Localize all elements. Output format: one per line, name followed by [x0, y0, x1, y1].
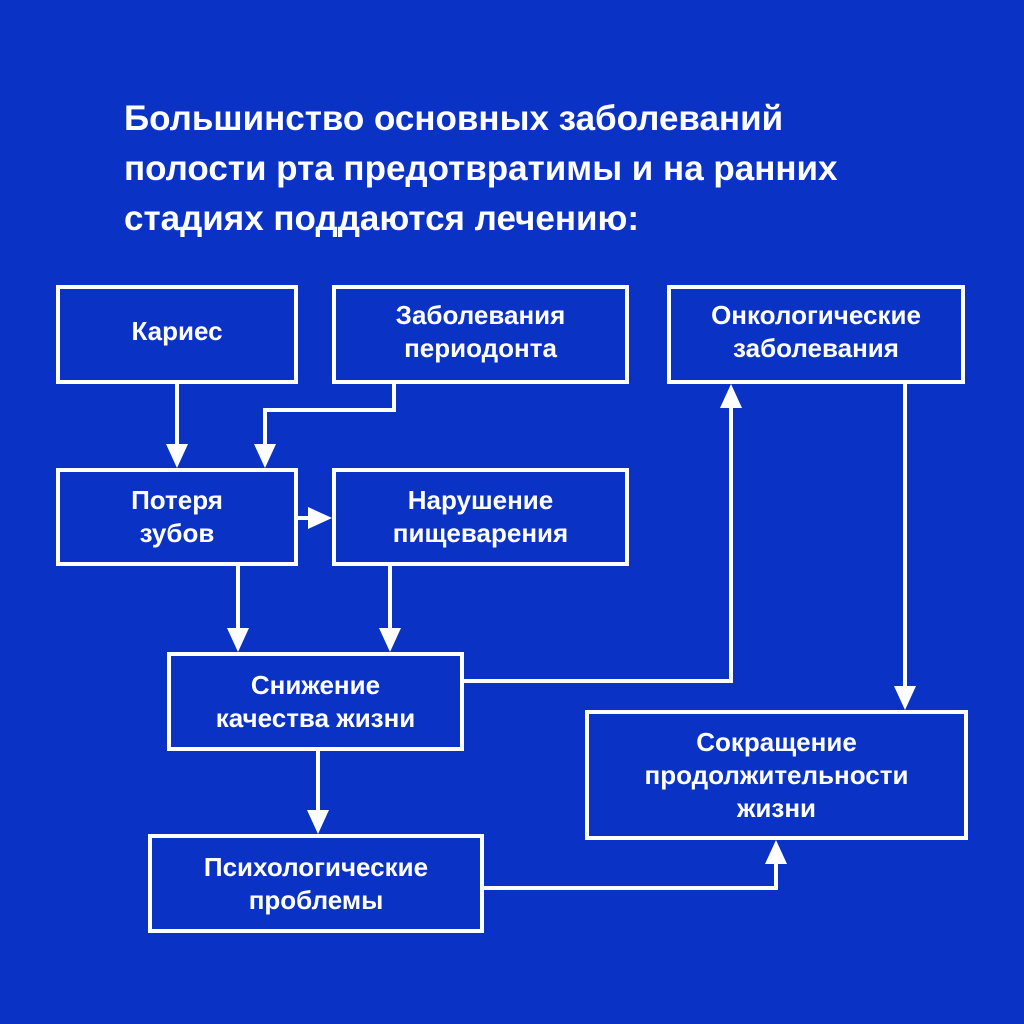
- arrowhead-tooth-loss-to-digestion: [308, 507, 332, 529]
- node-quality-of-life-label-2: качества жизни: [215, 702, 416, 733]
- node-oncology: Онкологические заболевания: [667, 285, 965, 384]
- node-psychological: Психологические проблемы: [148, 834, 484, 933]
- node-tooth-loss-label-2: зубов: [139, 518, 215, 548]
- node-lifespan: Сокращение продолжительности жизни: [585, 710, 968, 840]
- arrowhead-periodontal-to-tooth-loss: [254, 444, 276, 468]
- node-periodontal: Заболевания периодонта: [332, 285, 629, 384]
- node-caries-label-1: Кариес: [131, 316, 223, 346]
- node-periodontal-label-1: Заболевания: [395, 299, 566, 330]
- heading-line-2: полости рта предотвратимы и на ранних: [124, 149, 838, 188]
- node-tooth-loss: Потеря зубов: [56, 468, 298, 566]
- diagram-heading: Большинство основных заболеваний полости…: [124, 94, 944, 244]
- arrowhead-oncology-to-lifespan: [894, 686, 916, 710]
- arrowhead-quality-to-psychological: [307, 810, 329, 834]
- node-digestion: Нарушение пищеварения: [332, 468, 629, 566]
- heading-line-1: Большинство основных заболеваний: [124, 99, 784, 138]
- arrowhead-quality-to-oncology: [720, 384, 742, 408]
- node-quality-of-life-label-1: Снижение: [250, 669, 381, 700]
- node-psychological-label-2: проблемы: [248, 884, 384, 915]
- arrowhead-tooth-loss-to-quality: [227, 628, 249, 652]
- arrowhead-psychological-to-lifespan: [765, 840, 787, 864]
- node-periodontal-label-2: периодонта: [404, 332, 557, 363]
- node-psychological-label-1: Психологические: [203, 851, 429, 882]
- node-lifespan-label-3: жизни: [736, 792, 817, 823]
- arrowhead-digestion-to-quality: [379, 628, 401, 652]
- edge-psychological-to-lifespan: [483, 864, 778, 890]
- node-oncology-label-1: Онкологические: [711, 299, 921, 330]
- node-quality-of-life: Снижение качества жизни: [167, 652, 464, 751]
- heading-line-3: стадиях поддаются лечению:: [124, 199, 640, 238]
- node-tooth-loss-label-1: Потеря: [131, 485, 223, 515]
- node-lifespan-label-2: продолжительности: [644, 759, 909, 790]
- node-oncology-label-2: заболевания: [733, 332, 899, 363]
- arrowhead-caries-to-tooth-loss: [166, 444, 188, 468]
- node-digestion-label-1: Нарушение: [407, 485, 554, 515]
- node-lifespan-label-1: Сокращение: [696, 726, 857, 757]
- node-digestion-label-2: пищеварения: [392, 518, 569, 548]
- node-caries: Кариес: [56, 285, 298, 384]
- edge-periodontal-to-tooth-loss: [263, 384, 396, 444]
